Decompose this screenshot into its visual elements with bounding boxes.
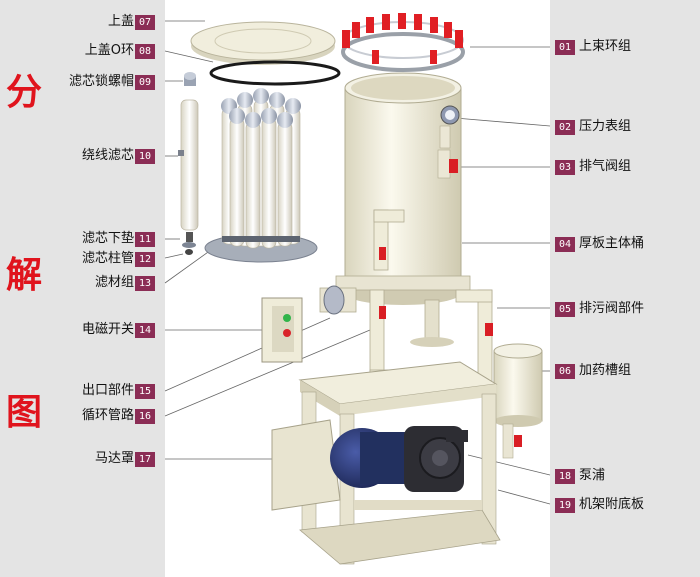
wound-filter-marker: [178, 150, 184, 156]
filter-media-set: [204, 88, 318, 263]
wound-filter: [180, 99, 199, 255]
filter-lock-nut: [184, 72, 196, 86]
vent-valve: [437, 149, 458, 179]
pressure-gauge: [439, 105, 460, 149]
top-cover-oring: [209, 60, 341, 86]
title-char-3: 图: [6, 392, 43, 433]
frame-base-plate: [298, 361, 501, 565]
solenoid-switch: [261, 297, 303, 363]
top-cover: [190, 21, 336, 65]
outlet-part: [319, 285, 357, 315]
main-barrel: [335, 72, 471, 347]
valve-handles: [379, 247, 522, 447]
title-char-1: 分: [6, 72, 43, 113]
circulation-pipe: [369, 209, 493, 391]
pump: [330, 426, 468, 492]
dosing-tank: [493, 343, 543, 459]
motor-cover: [271, 419, 341, 511]
top-clamp-ring: [341, 13, 465, 72]
title-char-2: 解: [6, 255, 43, 296]
